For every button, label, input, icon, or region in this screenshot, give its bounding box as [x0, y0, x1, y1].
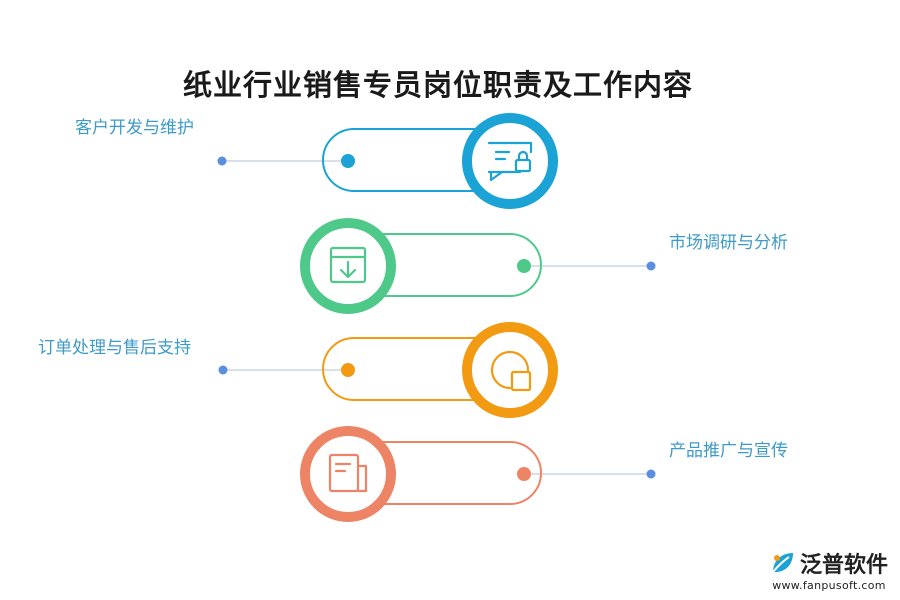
brand-url: www.fanpusoft.com — [772, 579, 886, 592]
item-1 — [217, 113, 558, 209]
item-3 — [218, 322, 558, 418]
connector-dot-3 — [218, 365, 228, 375]
page-title: 纸业行业销售专员岗位职责及工作内容 — [183, 68, 694, 102]
pill-outline-4 — [348, 441, 542, 505]
pill-dot-2 — [517, 259, 531, 273]
item-label-3: 订单处理与售后支持 — [38, 338, 191, 358]
item-label-2: 市场调研与分析 — [669, 233, 788, 253]
pill-dot-3 — [341, 363, 355, 377]
chat-lock-icon — [487, 141, 533, 182]
pill-outline-2 — [348, 233, 542, 297]
pill-dot-1 — [341, 154, 355, 168]
item-label-1: 客户开发与维护 — [75, 118, 194, 138]
download-box-icon — [329, 246, 367, 284]
connector-dot-1 — [217, 156, 227, 166]
connector-dot-2 — [646, 261, 656, 271]
pill-outline-3 — [322, 337, 510, 401]
icon-ring-1 — [462, 113, 558, 209]
icon-ring-4 — [300, 426, 396, 522]
brand-logo: 泛普软件 www.fanpusoft.com — [770, 547, 888, 592]
pill-outline-1 — [322, 128, 510, 192]
brand-name: 泛普软件 — [799, 553, 888, 578]
item-2 — [300, 218, 656, 314]
leaf-logo-icon — [772, 553, 793, 573]
item-label-4: 产品推广与宣传 — [669, 441, 788, 461]
icon-ring-3 — [462, 322, 558, 418]
document-icon — [328, 453, 368, 493]
item-4 — [300, 426, 656, 522]
pie-chart-icon — [490, 350, 532, 392]
connector-dot-4 — [646, 469, 656, 479]
pill-dot-4 — [517, 467, 531, 481]
